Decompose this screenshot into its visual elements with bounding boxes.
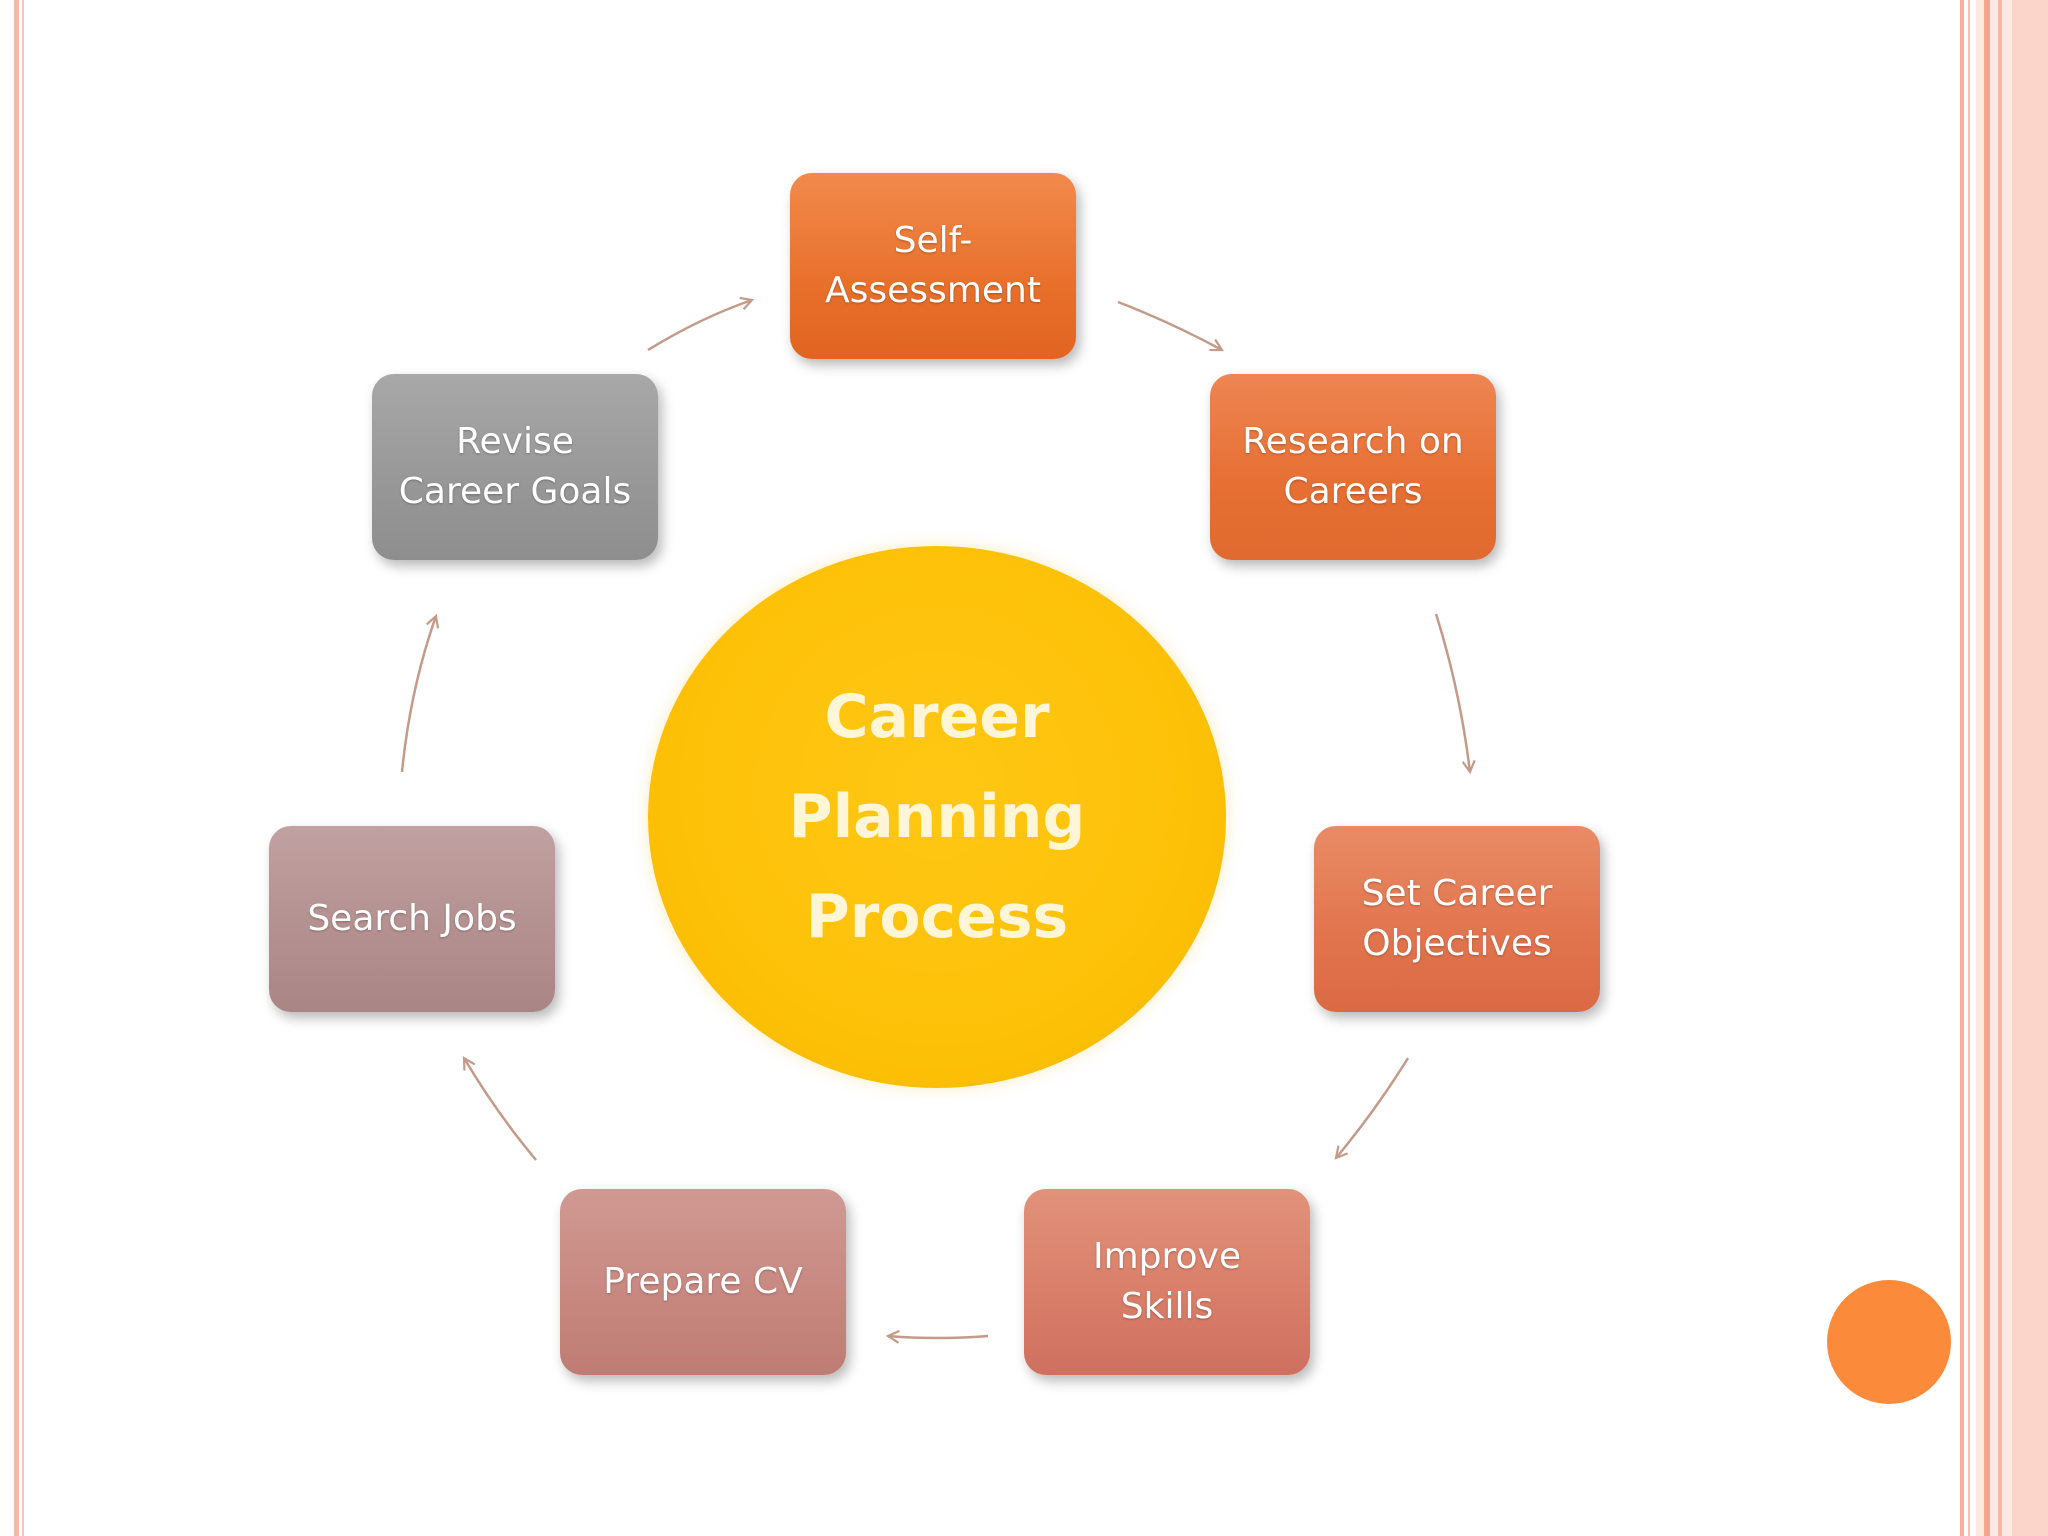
- arrow-prepare-to-search: [464, 1058, 537, 1161]
- step-prepare-cv: Prepare CV: [560, 1189, 846, 1375]
- step-search-jobs: Search Jobs: [269, 826, 555, 1012]
- accent-dot: [1827, 1280, 1951, 1404]
- left-border-line: [14, 0, 19, 1536]
- arrow-research-to-set: [1434, 613, 1470, 772]
- step-research-on-careers: Research on Careers: [1210, 374, 1496, 560]
- right-border-line: [1960, 0, 1964, 1536]
- step-set-career-objectives: Set Career Objectives: [1314, 826, 1600, 1012]
- arrow-improve-to-prepare: [888, 1336, 989, 1338]
- right-border-line-thin: [1968, 0, 1970, 1536]
- center-title: Career Planning Process: [788, 682, 1086, 952]
- step-improve-skills: Improve Skills: [1024, 1189, 1310, 1375]
- step-self-assessment: Self- Assessment: [790, 173, 1076, 359]
- arrow-search-to-revise: [400, 616, 436, 773]
- center-circle: Career Planning Process: [648, 546, 1226, 1088]
- right-border-stripe-thin: [1998, 0, 2002, 1536]
- right-border-stripe: [1984, 0, 1990, 1536]
- arrow-set-to-improve: [1336, 1057, 1410, 1158]
- step-revise-career-goals: Revise Career Goals: [372, 374, 658, 560]
- arrow-revise-to-self: [647, 300, 752, 352]
- right-border-band: [2012, 0, 2048, 1536]
- arrow-self-to-research: [1117, 300, 1222, 350]
- left-border-line-thin: [22, 0, 24, 1536]
